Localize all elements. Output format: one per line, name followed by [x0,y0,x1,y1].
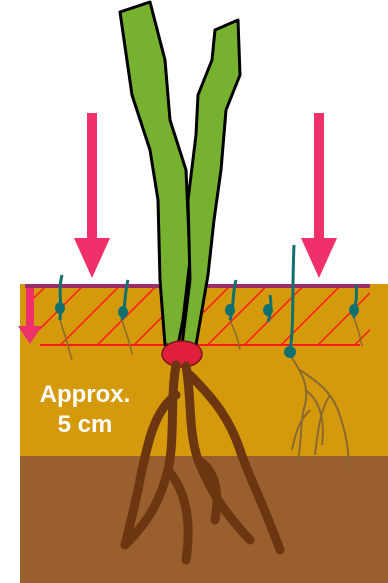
depth-label: Approx. 5 cm [20,380,150,440]
arrow-down-icon [301,113,337,278]
plant-crown [162,341,202,367]
depth-label-line2: 5 cm [20,410,150,440]
arrow-down-icon [74,113,110,278]
depth-label-line1: Approx. [20,380,150,410]
